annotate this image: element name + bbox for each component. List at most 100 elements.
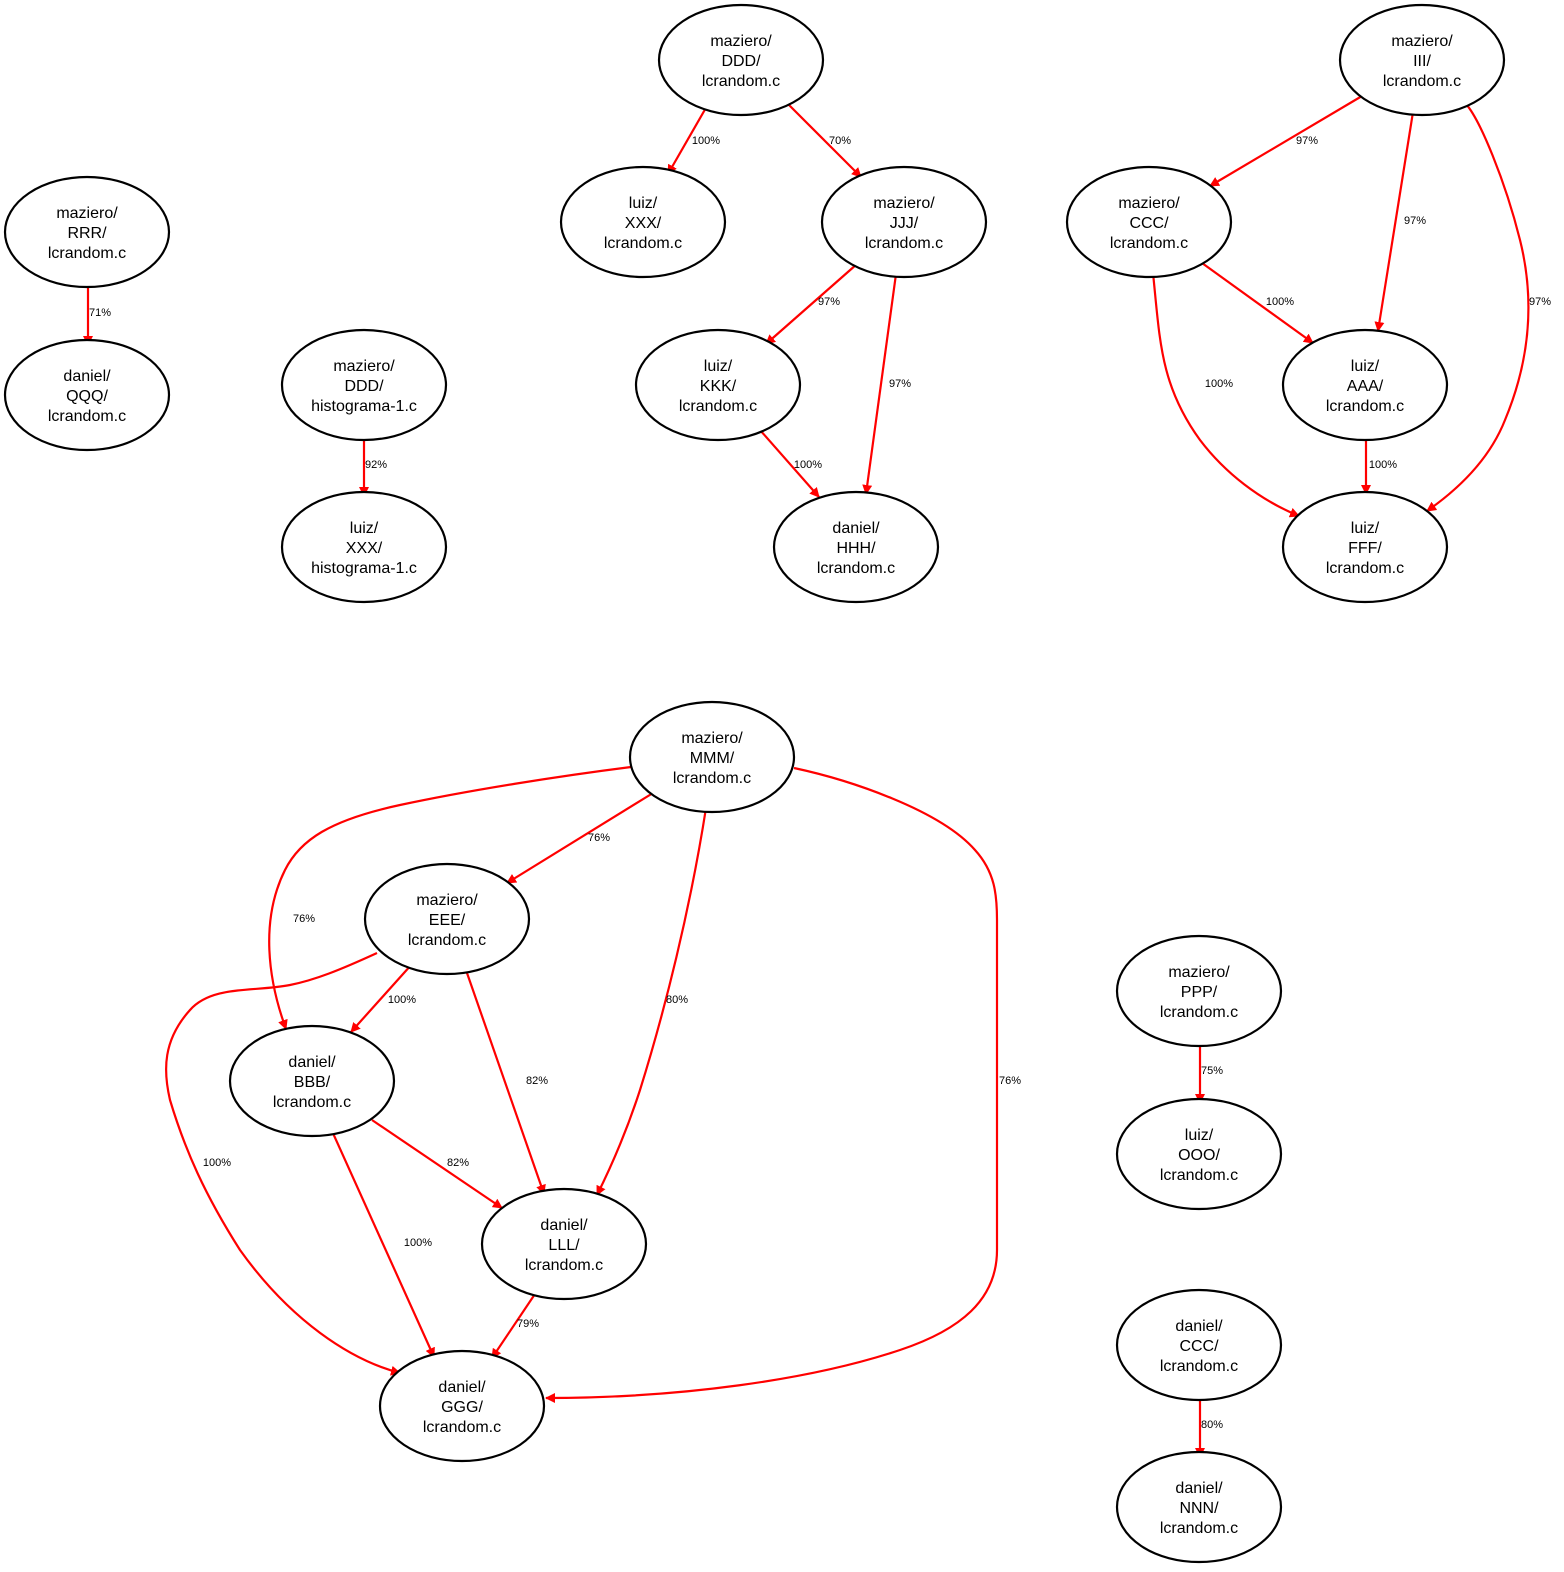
edge-arrow <box>465 972 546 1195</box>
node-label-line: histograma-1.c <box>311 560 417 577</box>
node-label-line: DDD/ <box>721 53 761 70</box>
node-ellipse <box>480 1187 648 1301</box>
edge-label: 100% <box>1205 378 1233 390</box>
node-label-line: lcrandom.c <box>1160 1358 1238 1375</box>
edge-label: 100% <box>1369 459 1397 471</box>
edge-arrow <box>862 273 898 495</box>
node-label-line: RRR/ <box>67 225 107 242</box>
node-label-line: luiz/ <box>1351 520 1380 537</box>
node-ellipse <box>363 862 531 976</box>
node-label-line: daniel/ <box>63 368 111 385</box>
node-ellipse <box>820 165 988 279</box>
node-ellipse <box>1115 934 1283 1048</box>
node-label-line: lcrandom.c <box>679 398 757 415</box>
node-ellipse <box>772 490 940 604</box>
node-ellipse <box>1115 1288 1283 1402</box>
node-label-line: CCC/ <box>1179 1338 1219 1355</box>
node-daniel_NNN: daniel/NNN/lcrandom.c <box>1115 1450 1283 1564</box>
node-label-line: luiz/ <box>1185 1127 1214 1144</box>
edge-arrow <box>268 765 632 1030</box>
node-ellipse <box>378 1349 546 1463</box>
nodes-layer: maziero/RRR/lcrandom.c daniel/QQQ/lcrando… <box>3 3 1506 1564</box>
node-label-line: KKK/ <box>700 378 737 395</box>
edge-maziero_PPP-to-luiz_OOO: 75% <box>1195 1042 1223 1104</box>
node-label-line: CCC/ <box>1129 215 1169 232</box>
node-label-line: lcrandom.c <box>1160 1167 1238 1184</box>
node-ellipse <box>280 328 448 442</box>
node-daniel_QQQ: daniel/QQQ/lcrandom.c <box>3 338 171 452</box>
node-maziero_CCC: maziero/CCC/lcrandom.c <box>1065 165 1233 279</box>
node-label-line: maziero/ <box>681 730 743 747</box>
edge-label: 82% <box>447 1157 469 1169</box>
edge-maziero_DDD-to-luiz_XXX: 100% <box>667 105 720 175</box>
edge-arrow <box>1209 95 1363 187</box>
node-label-line: lcrandom.c <box>1326 398 1404 415</box>
edge-label: 97% <box>889 378 911 390</box>
node-label-line: lcrandom.c <box>817 560 895 577</box>
edge-label: 100% <box>1266 296 1294 308</box>
edge-arrow <box>350 963 413 1033</box>
node-ellipse <box>280 490 448 604</box>
edge-maziero_DDD-to-maziero_JJJ: 70% <box>787 103 862 178</box>
edge-daniel_CCC-to-daniel_NNN: 80% <box>1195 1396 1223 1458</box>
node-label-line: daniel/ <box>288 1054 336 1071</box>
node-label-line: JJJ/ <box>890 215 919 232</box>
edge-maziero_III-to-maziero_CCC: 97% <box>1209 95 1363 187</box>
edge-label: 97% <box>1404 215 1426 227</box>
node-label-line: lcrandom.c <box>1326 560 1404 577</box>
edge-maziero_MMM-to-daniel_BBB: 76% <box>268 765 632 1030</box>
node-label-line: lcrandom.c <box>702 73 780 90</box>
node-ellipse <box>1115 1450 1283 1564</box>
node-label-line: maziero/ <box>1391 33 1453 50</box>
node-daniel_LLL: daniel/LLL/lcrandom.c <box>480 1187 648 1301</box>
edge-arrow <box>545 766 999 1403</box>
node-label-line: XXX/ <box>625 215 662 232</box>
node-daniel_CCC: daniel/CCC/lcrandom.c <box>1115 1288 1283 1402</box>
node-maziero_DDD_hist: maziero/DDD/histograma-1.c <box>280 328 448 442</box>
node-label-line: HHH/ <box>836 540 876 557</box>
node-label-line: daniel/ <box>540 1217 588 1234</box>
edge-daniel_BBB-to-daniel_GGG: 100% <box>330 1130 436 1358</box>
node-label-line: lcrandom.c <box>865 235 943 252</box>
node-luiz_XXX: luiz/XXX/lcrandom.c <box>559 165 727 279</box>
edge-maziero_EEE-to-daniel_GGG: 100% <box>165 952 401 1376</box>
node-label-line: daniel/ <box>1175 1480 1223 1497</box>
edge-label: 75% <box>1201 1065 1223 1077</box>
node-label-line: daniel/ <box>438 1379 486 1396</box>
edge-label: 100% <box>692 135 720 147</box>
edge-maziero_EEE-to-daniel_LLL: 82% <box>465 972 548 1195</box>
node-label-line: daniel/ <box>1175 1318 1223 1335</box>
edge-arrow <box>787 103 862 178</box>
edge-arrow <box>1426 103 1530 512</box>
node-label-line: NNN/ <box>1179 1500 1219 1517</box>
node-luiz_FFF: luiz/FFF/lcrandom.c <box>1281 490 1449 604</box>
node-label-line: DDD/ <box>344 378 384 395</box>
node-label-line: luiz/ <box>629 195 658 212</box>
edge-label: 71% <box>89 307 111 319</box>
node-label-line: III/ <box>1413 53 1431 70</box>
node-label-line: OOO/ <box>1178 1147 1220 1164</box>
edge-label: 100% <box>794 459 822 471</box>
node-luiz_KKK: luiz/KKK/lcrandom.c <box>634 328 802 442</box>
node-label-line: lcrandom.c <box>48 245 126 262</box>
edge-arrow <box>1151 272 1300 518</box>
edge-arrow <box>371 1119 503 1209</box>
edge-label: 97% <box>1296 135 1318 147</box>
node-label-line: maziero/ <box>710 33 772 50</box>
edge-label: 76% <box>588 832 610 844</box>
edge-label: 82% <box>526 1075 548 1087</box>
node-label-line: luiz/ <box>350 520 379 537</box>
edge-maziero_EEE-to-daniel_BBB: 100% <box>350 963 416 1033</box>
node-ellipse <box>1281 490 1449 604</box>
node-ellipse <box>1281 328 1449 442</box>
node-label-line: lcrandom.c <box>525 1257 603 1274</box>
node-label-line: BBB/ <box>294 1074 331 1091</box>
node-label-line: maziero/ <box>416 892 478 909</box>
node-maziero_III: maziero/III/lcrandom.c <box>1338 3 1506 117</box>
edge-arrow <box>759 429 820 498</box>
edge-maziero_MMM-to-daniel_LLL: 80% <box>596 807 708 1196</box>
edge-label: 100% <box>203 1157 231 1169</box>
node-label-line: EEE/ <box>429 912 466 929</box>
edge-arrow <box>165 952 401 1376</box>
node-ellipse <box>1065 165 1233 279</box>
